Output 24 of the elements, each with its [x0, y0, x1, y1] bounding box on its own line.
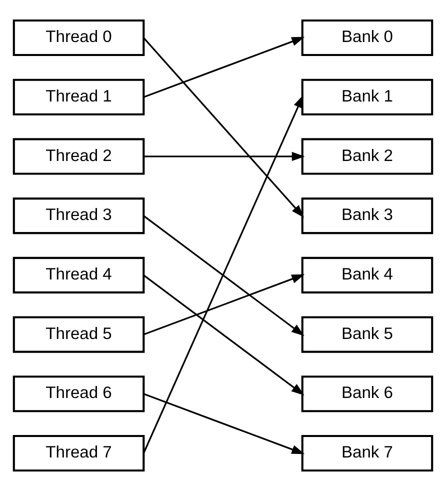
arrow — [143, 392, 305, 454]
node-box: Bank 5 — [301, 316, 434, 352]
arrow — [143, 36, 304, 218]
node-box: Thread 0 — [12, 18, 145, 56]
arrow — [144, 151, 305, 161]
node-box: Thread 6 — [12, 375, 145, 412]
node-box: Thread 7 — [12, 434, 145, 472]
node-box: Bank 6 — [301, 375, 434, 412]
node-box: Bank 4 — [301, 256, 434, 293]
arrow — [143, 274, 304, 395]
node-box: Bank 0 — [301, 18, 434, 56]
arrow — [143, 36, 305, 98]
node-box: Bank 3 — [301, 197, 434, 234]
node-box: Bank 2 — [301, 138, 434, 174]
arrow — [143, 274, 305, 335]
arrow — [143, 214, 304, 336]
arrow — [142, 94, 304, 454]
node-box: Thread 1 — [12, 78, 145, 115]
node-box: Bank 1 — [301, 78, 434, 115]
node-box: Thread 2 — [12, 138, 145, 174]
node-box: Thread 5 — [12, 316, 145, 352]
node-box: Thread 3 — [12, 197, 145, 234]
node-box: Bank 7 — [301, 434, 434, 472]
node-box: Thread 4 — [12, 256, 145, 293]
